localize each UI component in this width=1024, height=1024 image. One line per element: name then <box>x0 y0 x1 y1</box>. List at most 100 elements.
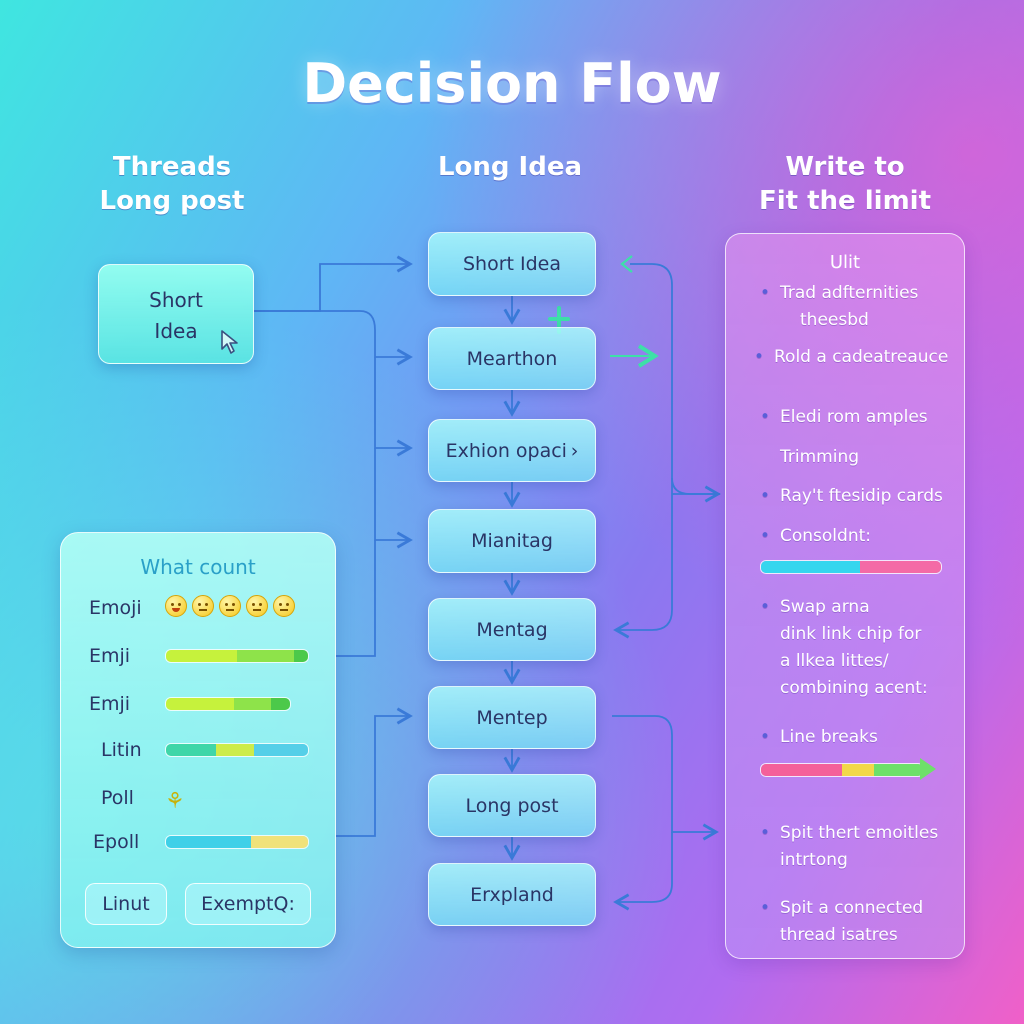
rule-line: a llkea littes/ <box>780 651 889 671</box>
metric-label-emoji: Emoji <box>89 597 142 619</box>
rule-line: Trad adfternities <box>780 283 919 303</box>
bar-segment <box>254 744 308 756</box>
connector-start-to-mearthon <box>254 310 413 366</box>
rule-line: Spit a connected <box>780 898 924 918</box>
connector-right-loop-top <box>630 263 720 495</box>
limit-rules-title: Ulit <box>829 252 861 273</box>
bar-segment <box>874 764 923 776</box>
step-mentep[interactable]: Mentep <box>428 686 596 749</box>
rule-line: intrtong <box>780 850 848 870</box>
emoji-face-icon <box>192 595 214 617</box>
what-counts-title: What count <box>140 555 256 579</box>
poll-icon: ⚘ <box>165 789 185 814</box>
rule-item: Rold a cadeatreauce <box>754 344 949 371</box>
bar-segment <box>251 836 308 848</box>
bar-segment <box>166 698 235 710</box>
connector-branch-mianitag <box>374 448 413 549</box>
metric-label-poll: Poll <box>101 787 134 809</box>
metric-label-epoll: Epoll <box>93 831 140 853</box>
rule-item: Consoldnt: <box>760 523 871 550</box>
limit-rules-panel: Ulit Trad adfternities theesbd Rold a ca… <box>725 233 965 959</box>
metric-label-emji-2: Emji <box>89 693 131 715</box>
step-mentag[interactable]: Mentag <box>428 598 596 661</box>
emoji-face-icon <box>246 595 268 617</box>
rules-bar-1 <box>760 560 942 574</box>
rule-item: Ray't ftesidip cards <box>760 483 943 510</box>
bar-segment <box>860 561 941 573</box>
step-mianitag[interactable]: Mianitag <box>428 509 596 573</box>
bar-segment <box>234 698 272 710</box>
limit-button[interactable]: Linut <box>85 883 167 925</box>
metric-bar-epoll <box>165 835 309 849</box>
rule-line: theesbd <box>800 310 869 330</box>
arrow-right-icon <box>920 758 936 780</box>
metric-label-emji: Emji <box>89 645 131 667</box>
rule-line: combining acent: <box>780 678 928 698</box>
rules-bar-2 <box>760 763 924 777</box>
column-heading-line: Threads <box>112 152 232 182</box>
rule-item: Spit a connected thread isatres <box>760 895 924 949</box>
rule-item: Trimming <box>780 444 859 471</box>
rule-line: Ray't ftesidip cards <box>780 486 943 506</box>
connector-panel-to-mentep <box>336 707 413 837</box>
rule-line: Swap arna <box>780 597 870 617</box>
emoji-faces <box>165 595 295 617</box>
arrow-green-short-idea <box>620 255 633 273</box>
rule-item: Eledi rom amples <box>760 404 928 431</box>
connector-panel-to-flow <box>336 540 376 657</box>
step-short-idea[interactable]: Short Idea <box>428 232 596 296</box>
connector-right-loop-mentag <box>613 478 673 639</box>
exempt-button[interactable]: ExemptQ: <box>185 883 311 925</box>
cursor-icon <box>221 330 238 354</box>
bar-segment <box>842 764 875 776</box>
column-heading-threads: Threads Long post <box>92 150 252 218</box>
bar-segment <box>215 744 255 756</box>
rule-item: Swap arna dink link chip for a llkea lit… <box>760 594 928 702</box>
what-counts-panel: What count Emoji Emji Emji Litin Poll ⚘ … <box>60 532 336 948</box>
rule-line: Line breaks <box>780 727 878 747</box>
connector-mentep-out <box>612 715 719 841</box>
connector-start-to-short-idea <box>254 255 413 312</box>
bar-segment <box>293 650 308 662</box>
rule-item: Line breaks <box>760 724 878 751</box>
connector-branch-exhion <box>374 357 413 457</box>
bar-segment <box>761 561 860 573</box>
metric-bar-emji-1 <box>165 649 309 663</box>
rule-line: Rold a cadeatreauce <box>774 347 949 367</box>
start-card-line: Short <box>149 288 203 312</box>
bar-segment <box>166 650 237 662</box>
metric-label-litin: Litin <box>101 739 142 761</box>
rule-item: Spit thert emoitles intrtong <box>760 820 939 874</box>
rule-line: Eledi rom amples <box>780 407 928 427</box>
bar-segment <box>761 764 842 776</box>
bar-segment <box>166 836 252 848</box>
step-long-post[interactable]: Long post <box>428 774 596 837</box>
rule-item: Trad adfternities theesbd <box>760 280 919 334</box>
step-exhion-opaci[interactable]: Exhion opaci › <box>428 419 596 482</box>
rule-line: thread isatres <box>780 925 898 945</box>
rule-line: Trimming <box>780 447 860 467</box>
emoji-face-icon <box>273 595 295 617</box>
bar-segment <box>271 698 290 710</box>
rule-line: dink link chip for <box>780 624 922 644</box>
start-card-short-idea[interactable]: Short Idea <box>98 264 254 364</box>
column-heading-fit-limit: Write to Fit the limit <box>740 150 950 218</box>
start-card-line: Idea <box>154 319 198 343</box>
step-mearthon[interactable]: Mearthon <box>428 327 596 390</box>
connector-to-erxpland <box>613 832 673 911</box>
column-heading-line: Long Idea <box>437 152 583 182</box>
column-heading-line: Long post <box>99 186 245 216</box>
column-heading-line: Fit the limit <box>758 186 932 216</box>
emoji-face-icon <box>165 595 187 617</box>
metric-bar-litin <box>165 743 309 757</box>
emoji-face-icon <box>219 595 241 617</box>
rule-line: Consoldnt: <box>780 526 871 546</box>
rule-line: Spit thert emoitles <box>780 823 939 843</box>
step-erxpland[interactable]: Erxpland <box>428 863 596 926</box>
column-heading-line: Write to <box>785 152 905 182</box>
page-title: Decision Flow <box>302 52 722 115</box>
bar-segment <box>166 744 216 756</box>
column-heading-long-idea: Long Idea <box>400 150 620 184</box>
metric-bar-emji-2 <box>165 697 291 711</box>
